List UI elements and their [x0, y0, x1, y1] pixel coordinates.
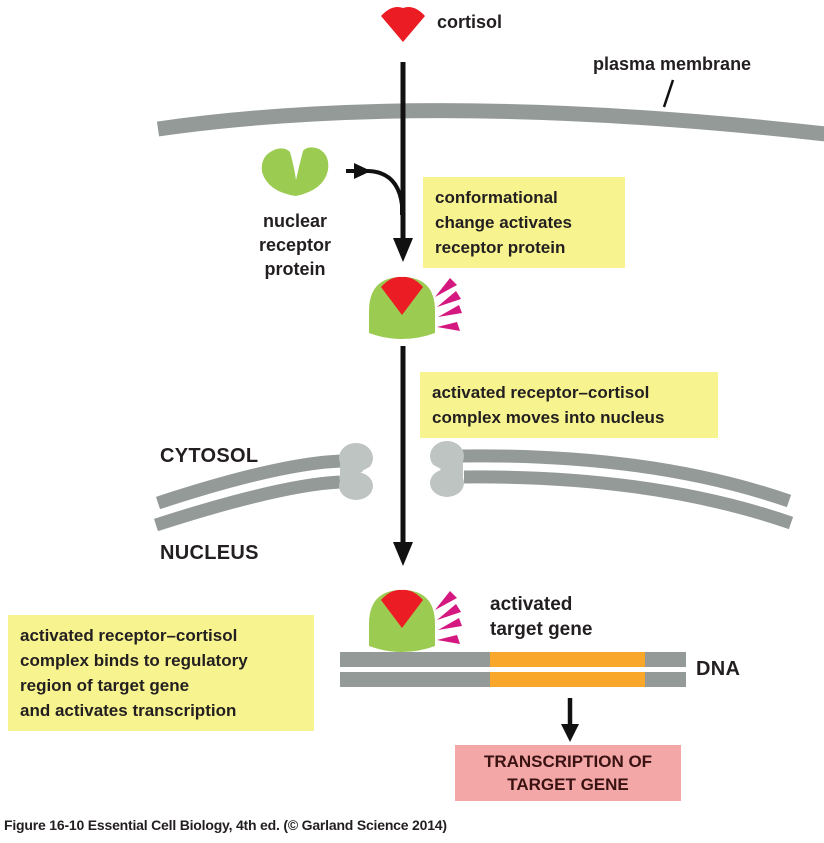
target-gene-region	[490, 672, 645, 687]
activation-spike-icon	[437, 604, 461, 620]
activation-spike-icon	[437, 635, 460, 644]
arrow-cortisol-entry-head	[393, 238, 413, 262]
figure-caption: Figure 16-10 Essential Cell Biology, 4th…	[4, 817, 447, 833]
activation-spike-icon	[437, 322, 460, 331]
callout-moves-into-nucleus: activated receptor–cortisol complex move…	[420, 372, 718, 438]
nuclear-pore-left	[339, 443, 373, 500]
activated-complex-middle	[369, 276, 462, 339]
bound-cortisol-shape	[381, 589, 423, 628]
cortisol-label: cortisol	[437, 12, 503, 32]
nuclear-receptor-protein-shape	[261, 147, 329, 196]
transcription-result-box: TRANSCRIPTION OF TARGET GENE	[455, 745, 681, 801]
activation-spike-icon	[435, 278, 457, 297]
nuclear-envelope-right-outer	[459, 449, 792, 508]
plasma-membrane-pointer-line	[662, 79, 675, 108]
target-gene-region	[490, 652, 645, 667]
plasma-membrane-label: plasma membrane	[593, 54, 752, 74]
nucleus-label: NUCLEUS	[160, 542, 259, 564]
nuclear-envelope-left-outer	[155, 454, 343, 510]
dna-strands	[340, 652, 686, 687]
activation-spike-icon	[435, 591, 457, 610]
activation-spike-icon	[438, 305, 462, 317]
bound-cortisol-shape	[381, 276, 423, 315]
nuclear-envelope-left-inner	[154, 475, 341, 532]
dna-label: DNA	[696, 658, 741, 680]
activated-target-gene-label: activated target gene	[490, 594, 593, 640]
nuclear-envelope-right-inner	[463, 470, 794, 530]
plasma-membrane-shape	[156, 103, 824, 142]
callout-binds-regulatory: activated receptor–cortisol complex bind…	[8, 615, 314, 731]
activated-complex-on-dna	[369, 589, 462, 652]
arrow-receptor-joins-head	[354, 163, 371, 179]
callout-conformational-change: conformational change activates receptor…	[423, 177, 625, 268]
arrow-transcription-head	[561, 724, 579, 742]
nuclear-receptor-label: nuclear receptor protein	[258, 211, 332, 279]
arrow-into-nucleus-head	[393, 542, 413, 566]
nuclear-pore-right	[430, 441, 464, 497]
cytosol-label: CYTOSOL	[160, 445, 259, 467]
cortisol-molecule-shape	[381, 7, 425, 42]
activation-spike-icon	[437, 291, 461, 307]
activation-spike-icon	[438, 618, 462, 630]
